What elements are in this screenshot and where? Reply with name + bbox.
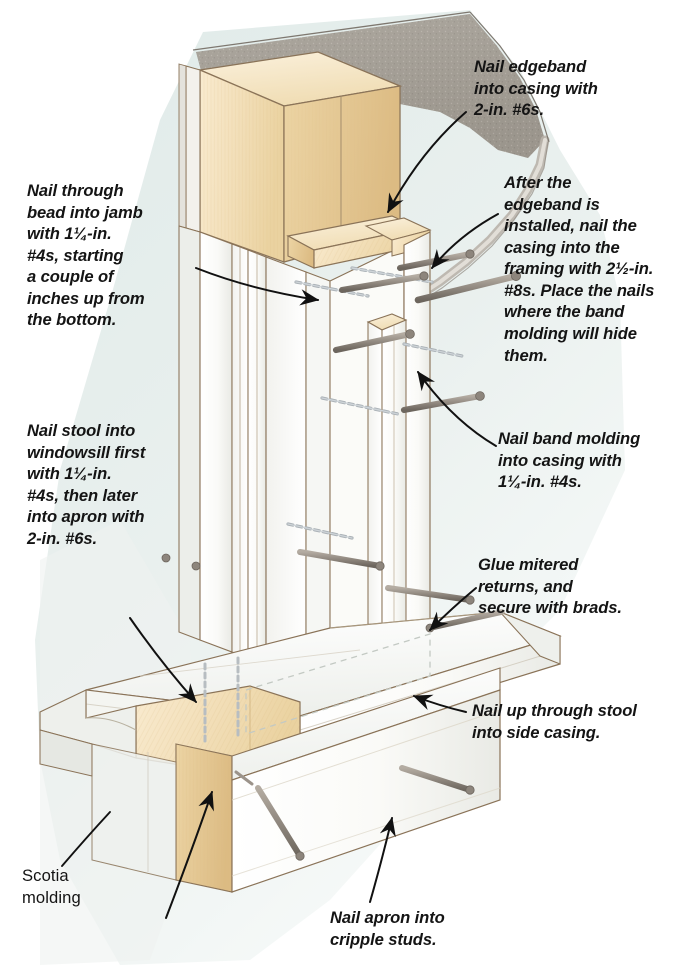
- leader-band-molding: [417, 371, 497, 447]
- caption-up-through-stool: Nail up through stool into side casing.: [472, 701, 637, 742]
- caption-apron: Nail apron into cripple studs.: [330, 908, 445, 949]
- leader-stool: [129, 617, 197, 703]
- caption-bead: Nail through bead into jamb with 1¼-in. …: [27, 181, 145, 330]
- jamb-and-bead-column: [178, 225, 331, 687]
- apron-hidden-outline: [245, 633, 431, 735]
- leader-edgeband: [387, 111, 467, 214]
- header-beam: [178, 51, 403, 263]
- caption-scotia-molding: Scotia molding: [22, 866, 81, 907]
- leader-bead: [195, 267, 320, 306]
- ghost-nails-stool: [203, 656, 240, 744]
- caption-glue: Glue mitered returns, and secure with br…: [478, 555, 622, 618]
- caption-stool: Nail stool into windowsill first with 1¼…: [27, 421, 146, 548]
- caption-band-molding: Nail band molding into casing with 1¼-in…: [498, 429, 641, 492]
- band-molding: [366, 313, 408, 673]
- nails: [161, 249, 521, 861]
- leader-after-edgeband: [431, 213, 499, 269]
- leader-glue: [429, 587, 477, 631]
- leader-lines: [129, 111, 499, 919]
- leader-scotia-arrow: [165, 790, 214, 919]
- leader-apron: [369, 816, 396, 903]
- caption-edgeband: Nail edgeband into casing with 2-in. #6s…: [474, 57, 598, 120]
- scotia-molding: [39, 689, 177, 881]
- caption-after-edgeband: After the edgeband is installed, nail th…: [504, 173, 655, 365]
- leader-up-through-stool: [412, 694, 467, 713]
- leader-scotia-plain: [61, 811, 111, 867]
- stool-cutaway-wood: [135, 685, 301, 893]
